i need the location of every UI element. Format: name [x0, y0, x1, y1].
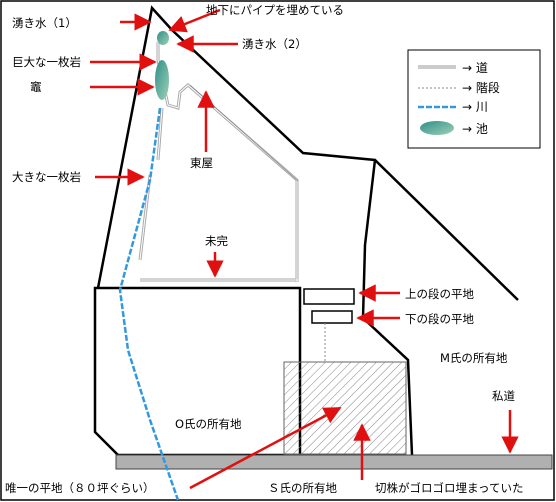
annotation-arrows [90, 8, 519, 490]
legend-river-text: → 川 [462, 100, 488, 114]
private-road [115, 454, 553, 470]
label-big-rock: 大きな一枚岩 [12, 170, 81, 184]
s-land-hatched [283, 361, 407, 455]
legend-road-text: → 道 [462, 61, 488, 75]
lower-terrace [311, 310, 353, 324]
label-m-land: M氏の所有地 [440, 351, 508, 365]
river [118, 107, 180, 501]
label-spring-2: 湧き水（2） [242, 37, 307, 51]
upper-terrace [303, 288, 355, 305]
pond-1 [157, 31, 169, 45]
label-lower-flat: 下の段の平地 [405, 312, 474, 326]
label-private-road: 私道 [492, 389, 515, 403]
label-o-land: O氏の所有地 [175, 417, 242, 431]
label-only-flat: 唯一の平地（８０坪ぐらい） [5, 481, 155, 495]
label-upper-flat: 上の段の平地 [405, 287, 474, 301]
pond-2 [155, 60, 169, 100]
label-azumaya: 東屋 [190, 156, 213, 170]
label-giant-rock: 巨大な一枚岩 [12, 55, 81, 69]
legend: → 道 → 階段 → 川 → 池 [407, 49, 541, 149]
legend-pond-text: → 池 [462, 122, 488, 136]
legend-stairs-text: → 階段 [462, 80, 500, 95]
legend-pond-symbol [420, 121, 454, 135]
label-kamado: 竈 [30, 80, 42, 94]
label-s-land: Ｓ氏の所有地 [268, 481, 337, 495]
label-stumps: 切株がゴロゴロ埋まっていた [375, 481, 523, 495]
label-spring-1: 湧き水（1） [12, 16, 77, 30]
label-unfinished: 未完 [205, 234, 228, 248]
label-pipe: 地下にパイプを埋めている [206, 3, 344, 17]
